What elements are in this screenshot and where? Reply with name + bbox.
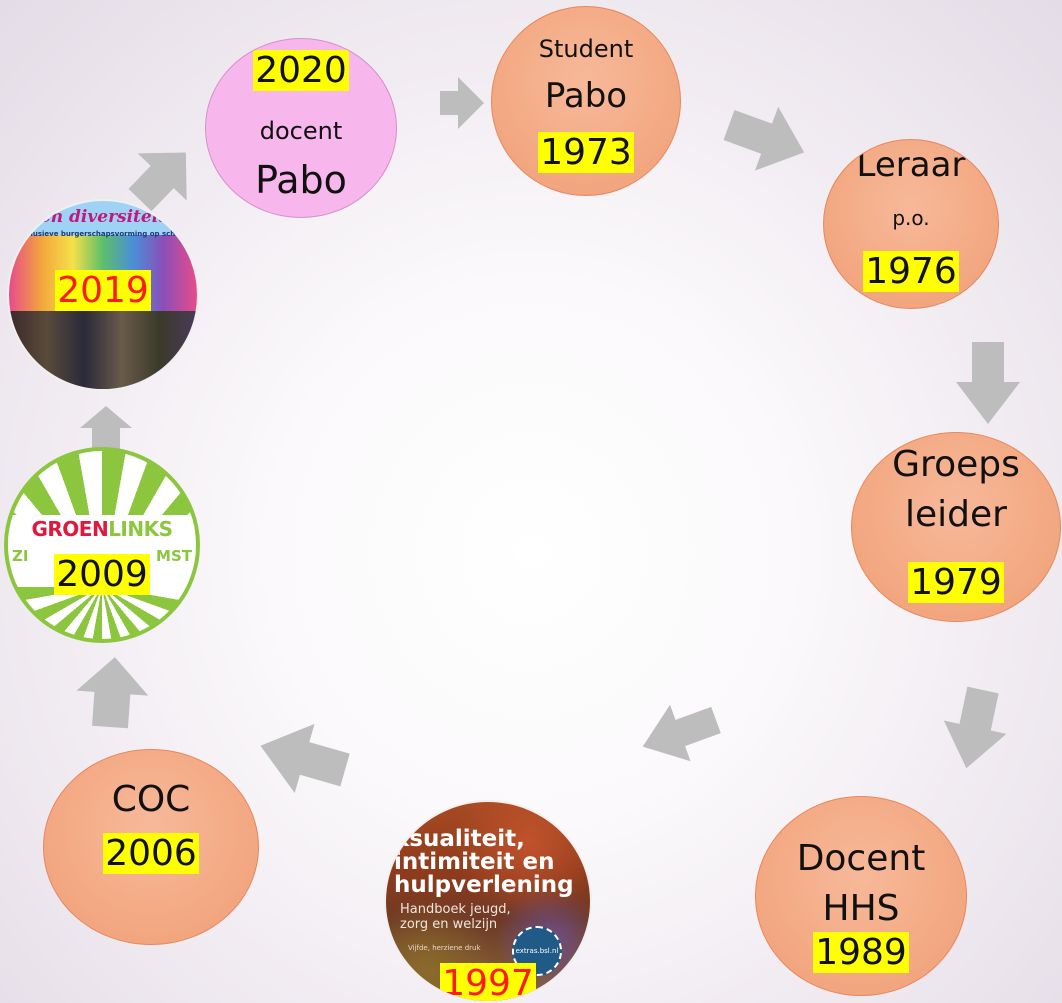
node-2006: COC 2006 [43, 749, 259, 945]
arrow-1997-2006 [260, 723, 350, 794]
year-2006: 2006 [103, 833, 199, 874]
groenlinks-logo: GROENLINKS [8, 519, 196, 539]
node-1973: Student Pabo 1973 [491, 6, 681, 196]
arrow-2006-2009 [76, 657, 149, 729]
logo-right: MST [156, 547, 192, 565]
node-1989: Docent HHS 1989 [755, 796, 967, 996]
book-edition: Vijfde, herziene druk [408, 944, 481, 952]
logo-groen: GROEN [31, 517, 109, 541]
label-docent: Docent [796, 838, 926, 879]
node-1979: Groeps leider 1979 [851, 432, 1061, 622]
arrow-2019-2020 [128, 152, 187, 212]
label-docent: docent [259, 117, 343, 145]
label-pabo: Pabo [544, 76, 628, 116]
label-student: Student [538, 35, 634, 63]
year-2009: 2009 [54, 554, 150, 595]
book-badge: extras.bsl.nl [512, 926, 562, 976]
book-subtitle-line2: zorg en welzijn [400, 917, 498, 932]
label-hhs: HHS [822, 888, 900, 929]
label-leraar: Leraar [856, 145, 966, 185]
cover-subbanner: Inclusieve burgerschapsvorming op school [18, 230, 188, 238]
book-title-line1: ksualiteit, [394, 826, 525, 852]
node-2020: 2020 docent Pabo [205, 38, 397, 218]
year-2019: 2019 [55, 270, 151, 311]
year-1976: 1976 [863, 251, 959, 292]
book-title-line2: intimiteit en [394, 849, 555, 875]
node-2009: GROENLINKS ZI MST 2009 [4, 447, 200, 643]
cover-banner: en diversiteit [39, 207, 167, 227]
arrow-1973-1976 [723, 106, 805, 171]
book-subtitle: Handboek jeugd, zorg en welzijn [400, 902, 511, 932]
node-1997: ksualiteit, intimiteit en hulpverlening … [384, 800, 592, 1003]
arrow-1989-1997 [642, 704, 721, 762]
year-1973: 1973 [538, 132, 634, 173]
label-po: p.o. [892, 206, 930, 230]
label-leider: leider [905, 494, 1007, 535]
arrow-1979-1989 [943, 686, 1007, 769]
logo-links: LINKS [108, 517, 173, 541]
arrow-2009-2019 [80, 406, 132, 450]
node-2019: en diversiteit Inclusieve burgerschapsvo… [7, 199, 199, 391]
book-subtitle-line1: Handboek jeugd, [400, 902, 511, 917]
crowd [9, 311, 197, 389]
book-title: ksualiteit, intimiteit en hulpverlening [394, 828, 574, 897]
logo-left: ZI [12, 547, 29, 565]
label-pabo: Pabo [255, 158, 347, 202]
node-1976: Leraar p.o. 1976 [823, 139, 999, 309]
year-2020: 2020 [253, 50, 349, 91]
label-groeps: Groeps [892, 444, 1020, 485]
arrow-2020-1973 [440, 77, 484, 129]
year-1997: 1997 [440, 963, 536, 1003]
year-1989: 1989 [813, 932, 909, 973]
year-1979: 1979 [908, 562, 1004, 603]
book-badge-text: extras.bsl.nl [515, 947, 559, 955]
book-title-line3: hulpverlening [394, 872, 574, 898]
arrow-1976-1979 [956, 342, 1020, 424]
label-coc: COC [111, 779, 191, 820]
